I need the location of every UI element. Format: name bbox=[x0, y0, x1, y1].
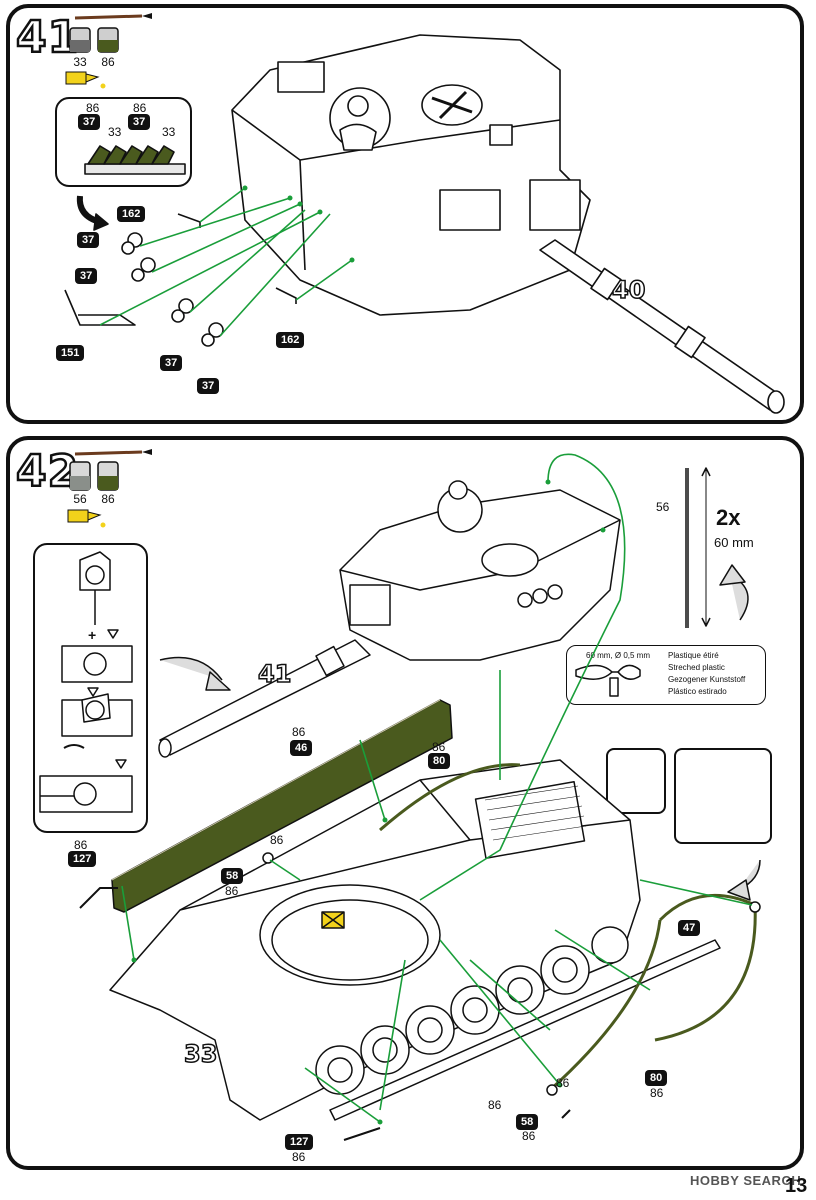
part-80-a-code: 86 bbox=[432, 740, 446, 754]
part-58-b-code-top: 86 bbox=[556, 1076, 570, 1090]
part-37-a: 37 bbox=[77, 232, 100, 248]
step-41-paint-86: 86 bbox=[101, 55, 115, 69]
inset-code-33-b: 33 bbox=[162, 125, 176, 139]
part-127-a-badge: 127 bbox=[68, 851, 97, 867]
part-58-a-code: 86 bbox=[225, 884, 239, 898]
step-41-paint-inset bbox=[55, 97, 192, 187]
page-number: 13 bbox=[785, 1175, 808, 1197]
mid-code-86: 86 bbox=[488, 1098, 502, 1112]
callout-33: 33 bbox=[183, 1039, 218, 1069]
hatch-sequence-inset bbox=[33, 543, 148, 833]
part-46-code: 86 bbox=[292, 725, 306, 739]
inset-code-86-a: 86 bbox=[86, 101, 100, 115]
part-58-a-code-top: 86 bbox=[270, 833, 284, 847]
inset-code-86-b: 86 bbox=[133, 101, 147, 115]
part-47-badge: 47 bbox=[678, 920, 701, 936]
part-37-c: 37 bbox=[160, 355, 183, 371]
stretch-spec: 60 mm, Ø 0,5 mm bbox=[586, 651, 651, 660]
stretch-en: Streched plastic bbox=[668, 663, 725, 672]
step-42-paint-86: 86 bbox=[101, 492, 115, 506]
callout-41: 41 bbox=[257, 659, 292, 689]
stretch-es: Plástico estirado bbox=[668, 687, 727, 696]
step-41-paint-33: 33 bbox=[73, 55, 87, 69]
cable-detail-inset-b bbox=[674, 748, 772, 844]
part-162-a: 162 bbox=[117, 206, 146, 222]
part-58-b-code: 86 bbox=[522, 1129, 536, 1143]
inset-badge-37-a: 37 bbox=[78, 114, 101, 130]
part-58-a-badge: 58 bbox=[221, 868, 244, 884]
step-41-number: 41 bbox=[15, 12, 80, 63]
measure-length: 60 mm bbox=[714, 535, 754, 550]
brand-watermark: HOBBY SEARCH bbox=[690, 1173, 802, 1188]
step-42-number: 42 bbox=[15, 446, 80, 497]
measure-part-56: 56 bbox=[656, 500, 670, 514]
callout-40: 40 bbox=[611, 275, 646, 305]
part-151: 151 bbox=[56, 345, 85, 361]
part-80-a-badge: 80 bbox=[428, 753, 451, 769]
step-42-paint-56: 56 bbox=[73, 492, 87, 506]
part-37-b: 37 bbox=[75, 268, 98, 284]
part-127-b-code: 86 bbox=[292, 1150, 306, 1164]
part-80-b-badge: 80 bbox=[645, 1070, 668, 1086]
inset-code-33-a: 33 bbox=[108, 125, 122, 139]
stretch-fr: Plastique étiré bbox=[668, 651, 719, 660]
part-127-a-code: 86 bbox=[74, 838, 88, 852]
part-58-b-badge: 58 bbox=[516, 1114, 539, 1130]
part-162-b: 162 bbox=[276, 332, 305, 348]
stretch-de: Gezogener Kunststoff bbox=[668, 675, 746, 684]
measure-qty: 2x bbox=[716, 505, 741, 530]
part-37-d: 37 bbox=[197, 378, 220, 394]
part-127-b-badge: 127 bbox=[285, 1134, 314, 1150]
cable-detail-inset-a bbox=[606, 748, 666, 814]
inset-badge-37-b: 37 bbox=[128, 114, 151, 130]
part-80-b-code: 86 bbox=[650, 1086, 664, 1100]
part-46-badge: 46 bbox=[290, 740, 313, 756]
